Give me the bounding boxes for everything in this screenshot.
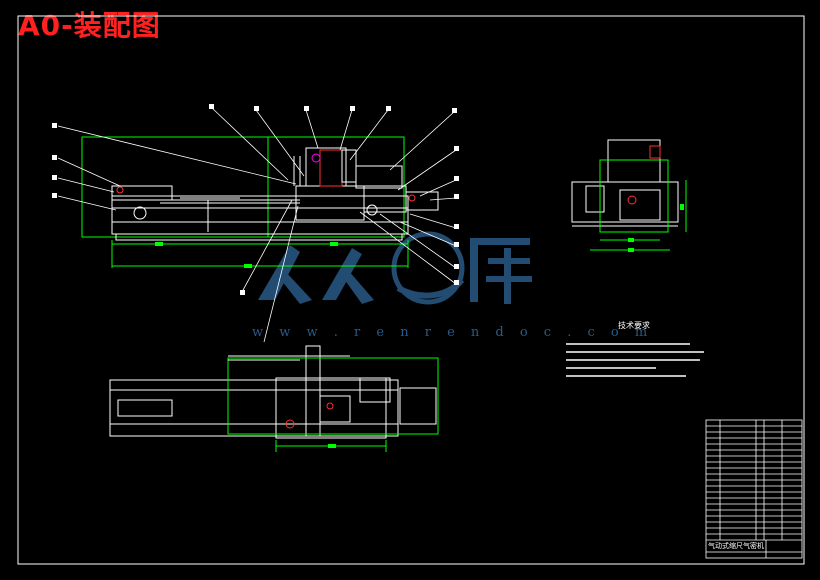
- technical-notes-heading: 技术要求: [618, 321, 650, 330]
- drawing-frame: [17, 15, 805, 565]
- part-leader-lines: [57, 107, 457, 343]
- top-view: [109, 345, 439, 452]
- watermark-url: w w w . r e n r e n d o c . c o m: [252, 325, 654, 340]
- side-view: [571, 139, 687, 252]
- front-view: [81, 136, 439, 268]
- technical-notes: [566, 343, 704, 377]
- watermark-logo: [258, 231, 532, 305]
- balloon-numbers: [52, 104, 459, 295]
- title-block-name: 气动式缩尺气密机: [708, 542, 764, 550]
- drawing-title: A0-装配图: [18, 9, 161, 42]
- title-block: [705, 419, 803, 559]
